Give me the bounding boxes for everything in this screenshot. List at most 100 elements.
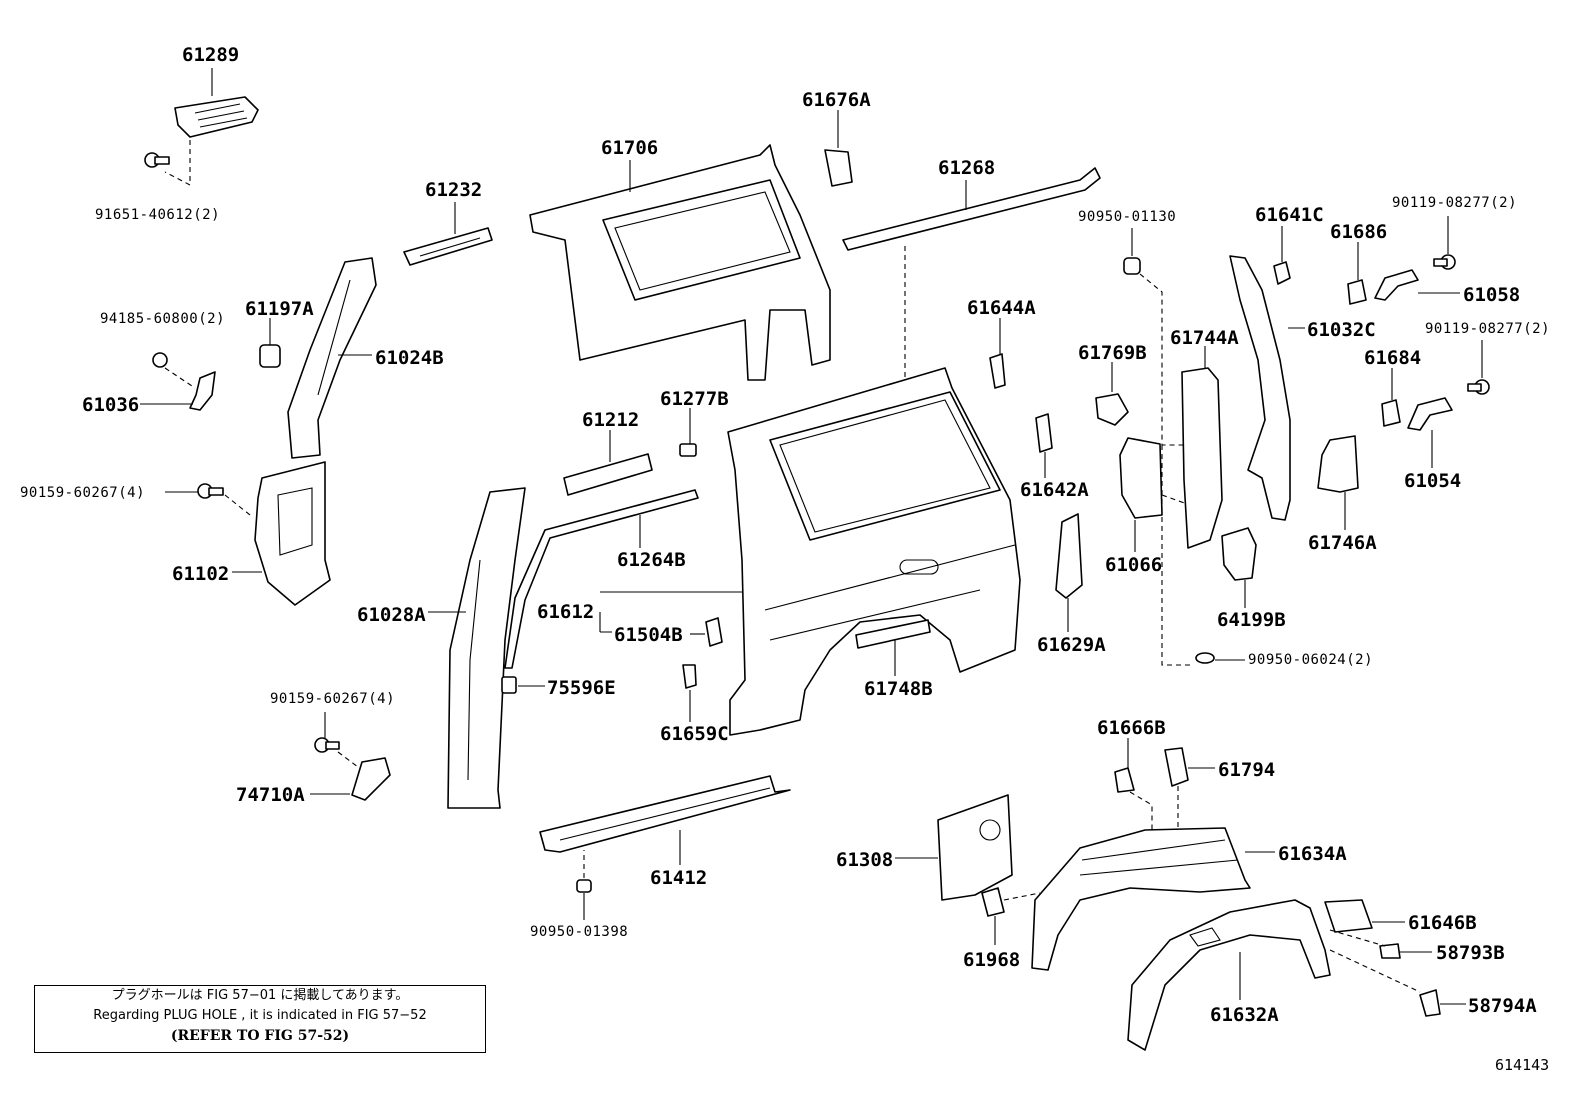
part-61666b-plug[interactable]: [1114, 767, 1135, 793]
part-61058-grab-handle[interactable]: [1374, 269, 1419, 301]
part-61629a-bracket[interactable]: [1055, 513, 1083, 599]
part-61659c-clip[interactable]: [682, 664, 697, 689]
part-61028a-pillar[interactable]: [447, 487, 526, 809]
label-58794a[interactable]: 58794A: [1468, 995, 1537, 1017]
label-61268[interactable]: 61268: [938, 157, 996, 179]
part-61642a-bracket[interactable]: [1035, 413, 1053, 453]
part-61748b-strip[interactable]: [855, 619, 931, 649]
label-61032c[interactable]: 61032C: [1307, 319, 1376, 341]
label-61264b[interactable]: 61264B: [617, 549, 686, 571]
label-61504b[interactable]: 61504B: [614, 624, 683, 646]
part-61024b-pillar[interactable]: [287, 257, 377, 459]
part-61706-upper-panel[interactable]: [529, 144, 831, 381]
label-61289[interactable]: 61289: [182, 44, 240, 66]
part-61232-strip[interactable]: [403, 227, 493, 266]
label-61666b[interactable]: 61666B: [1097, 717, 1166, 739]
label-75596e[interactable]: 75596E: [547, 677, 616, 699]
part-91651-bolt[interactable]: [144, 152, 170, 168]
label-90950-01130[interactable]: 90950-01130: [1078, 209, 1177, 225]
label-61744a[interactable]: 61744A: [1170, 327, 1239, 349]
part-61036-bracket[interactable]: [189, 371, 216, 411]
part-61264b-weatherstrip[interactable]: [504, 489, 699, 669]
label-64199b[interactable]: 64199B: [1217, 609, 1286, 631]
label-61629a[interactable]: 61629A: [1037, 634, 1106, 656]
part-90950-06024-plug[interactable]: [1195, 652, 1215, 664]
label-61024b[interactable]: 61024B: [375, 347, 444, 369]
part-61686-bracket[interactable]: [1347, 279, 1367, 305]
part-61769b-bracket[interactable]: [1095, 393, 1129, 426]
label-61644a[interactable]: 61644A: [967, 297, 1036, 319]
label-61308[interactable]: 61308: [836, 849, 894, 871]
label-61634a[interactable]: 61634A: [1278, 843, 1347, 865]
label-61412[interactable]: 61412: [650, 867, 708, 889]
label-90159-60267-a[interactable]: 90159-60267(4): [20, 485, 146, 501]
label-90950-01398[interactable]: 90950-01398: [530, 924, 629, 940]
label-61748b[interactable]: 61748B: [864, 678, 933, 700]
part-61197a-clip[interactable]: [259, 344, 281, 368]
label-61686[interactable]: 61686: [1330, 221, 1388, 243]
part-61684-bracket[interactable]: [1381, 399, 1401, 427]
part-61641c-clip[interactable]: [1273, 261, 1291, 285]
part-90119-bolt-b[interactable]: [1467, 379, 1490, 395]
part-61277b-clip[interactable]: [679, 443, 697, 457]
part-61412-rocker[interactable]: [539, 775, 791, 853]
part-94185-nut[interactable]: [152, 352, 168, 368]
part-61289-bracket[interactable]: [174, 96, 259, 138]
label-58793b[interactable]: 58793B: [1436, 942, 1505, 964]
part-61746a-cover[interactable]: [1317, 435, 1359, 493]
part-90950-01398-plug[interactable]: [576, 879, 592, 893]
part-61308-panel[interactable]: [937, 794, 1013, 901]
label-61036[interactable]: 61036: [82, 394, 140, 416]
part-61032c-pillar[interactable]: [1229, 255, 1291, 521]
label-61066[interactable]: 61066: [1105, 554, 1163, 576]
part-90159-bolt-b[interactable]: [314, 737, 340, 753]
part-61102-panel[interactable]: [254, 461, 331, 606]
part-61634a-wheelhouse-inner[interactable]: [1031, 827, 1251, 971]
label-91651-40612[interactable]: 91651-40612(2): [95, 207, 221, 223]
part-61268-moulding[interactable]: [842, 167, 1101, 251]
label-90119-08277-a[interactable]: 90119-08277(2): [1392, 195, 1518, 211]
part-61504b-cap[interactable]: [705, 617, 723, 647]
part-75596e-clip[interactable]: [501, 676, 517, 694]
label-94185-60800[interactable]: 94185-60800(2): [100, 311, 226, 327]
label-61676a[interactable]: 61676A: [802, 89, 871, 111]
label-61968[interactable]: 61968: [963, 949, 1021, 971]
part-64199b-block[interactable]: [1221, 527, 1257, 581]
label-61102[interactable]: 61102: [172, 563, 230, 585]
label-61058[interactable]: 61058: [1463, 284, 1521, 306]
part-61612-quarter-panel[interactable]: [727, 367, 1021, 736]
label-61054[interactable]: 61054: [1404, 470, 1462, 492]
label-90159-60267-b[interactable]: 90159-60267(4): [270, 691, 396, 707]
label-61642a[interactable]: 61642A: [1020, 479, 1089, 501]
label-74710a[interactable]: 74710A: [236, 784, 305, 806]
label-61612[interactable]: 61612: [537, 601, 595, 623]
part-61676a-bracket[interactable]: [824, 149, 853, 187]
part-90950-01130-plug[interactable]: [1123, 257, 1141, 275]
part-58794a-clip[interactable]: [1419, 989, 1441, 1017]
part-61632a-fender-liner[interactable]: [1127, 899, 1331, 1051]
label-61212[interactable]: 61212: [582, 409, 640, 431]
label-61659c[interactable]: 61659C: [660, 723, 729, 745]
part-61646b-plate[interactable]: [1324, 899, 1373, 933]
label-61641c[interactable]: 61641C: [1255, 204, 1324, 226]
label-90119-08277-b[interactable]: 90119-08277(2): [1425, 321, 1551, 337]
label-61746a[interactable]: 61746A: [1308, 532, 1377, 554]
label-61794[interactable]: 61794: [1218, 759, 1276, 781]
part-61968-clip[interactable]: [981, 887, 1005, 917]
part-58793b-clip[interactable]: [1379, 943, 1401, 959]
label-90950-06024[interactable]: 90950-06024(2): [1248, 652, 1374, 668]
label-61028a[interactable]: 61028A: [357, 604, 426, 626]
label-61197a[interactable]: 61197A: [245, 298, 314, 320]
label-61632a[interactable]: 61632A: [1210, 1004, 1279, 1026]
part-61066-duct[interactable]: [1119, 437, 1163, 519]
label-61232[interactable]: 61232: [425, 179, 483, 201]
part-90119-bolt-a[interactable]: [1433, 254, 1456, 270]
part-61212-strip[interactable]: [563, 453, 653, 496]
label-61277b[interactable]: 61277B: [660, 388, 729, 410]
part-61644a-bracket[interactable]: [989, 353, 1006, 389]
part-61744a-pillar[interactable]: [1181, 367, 1223, 549]
part-74710a-handle[interactable]: [351, 757, 391, 801]
label-61706[interactable]: 61706: [601, 137, 659, 159]
part-61794-bracket[interactable]: [1164, 747, 1189, 787]
note-reference-link[interactable]: (REFER TO FIG 57-52): [170, 1028, 350, 1044]
